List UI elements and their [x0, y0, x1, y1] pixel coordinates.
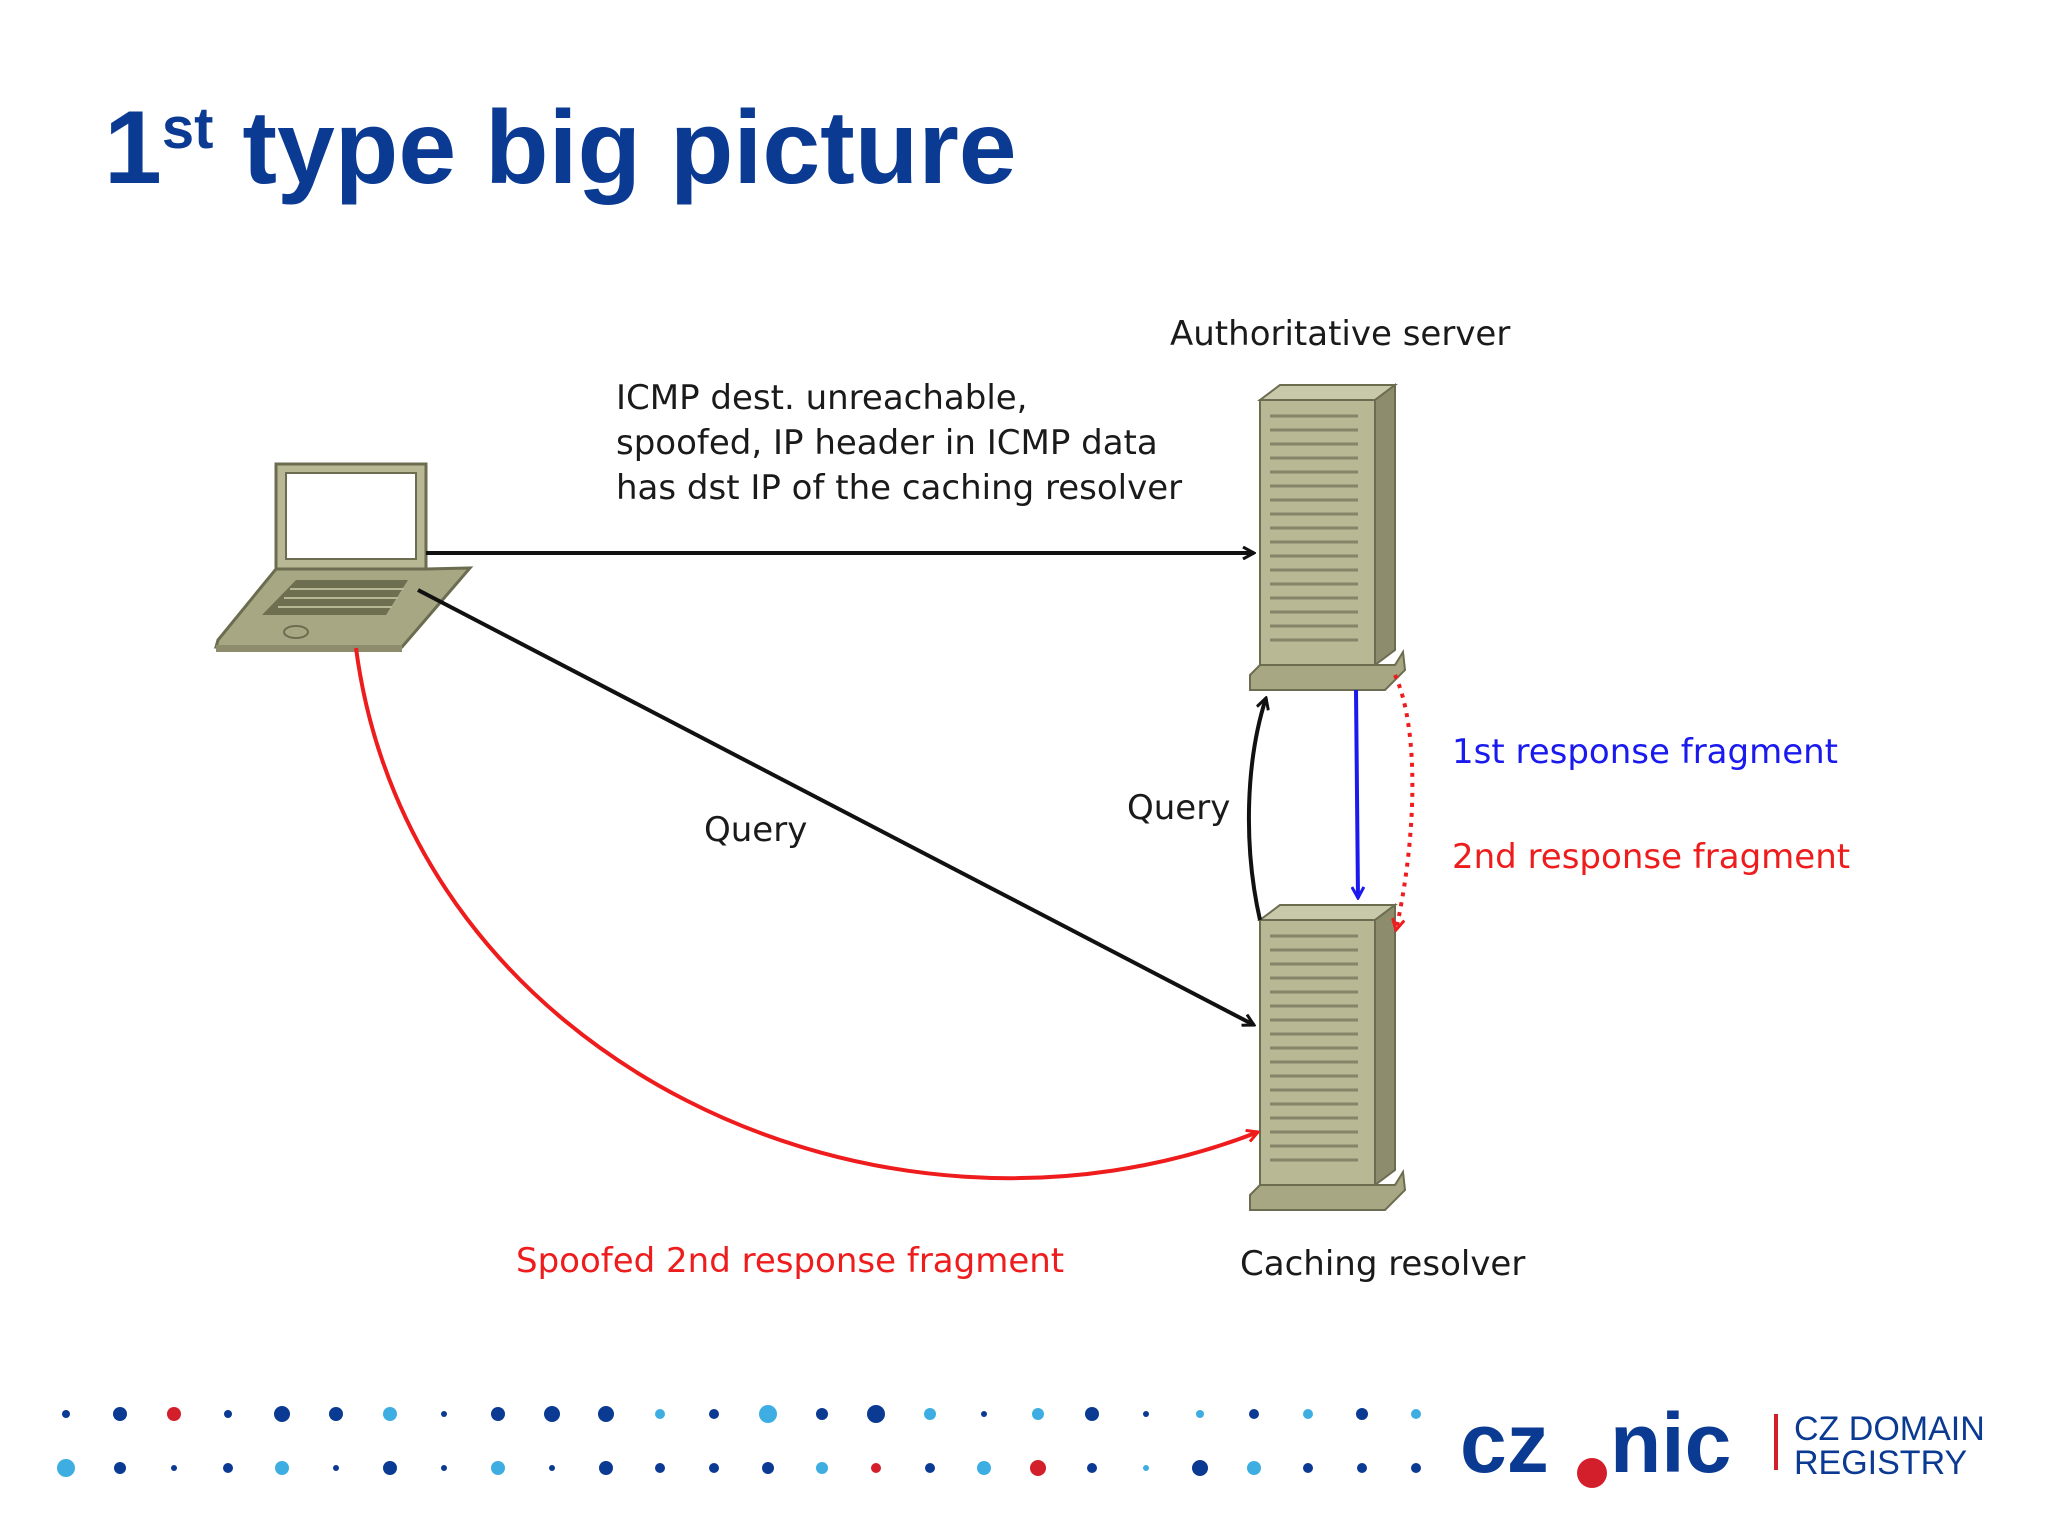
- dot-row-bottom: [57, 1459, 1421, 1477]
- query-arrow-resolver-to-authoritative: [1246, 698, 1266, 921]
- logo-registry-text: REGISTRY: [1794, 1444, 1967, 1482]
- second-fragment-arrow: [1395, 674, 1415, 930]
- authoritative-server-icon: [1249, 383, 1407, 691]
- logo-nic-text: nic: [1610, 1400, 1731, 1490]
- authoritative-server-label: Authoritative server: [1170, 314, 1511, 354]
- query-label-resolver: Query: [1127, 788, 1231, 828]
- query-arrow-attacker-to-resolver: [417, 588, 1254, 1027]
- caching-resolver-server-icon: [1249, 903, 1407, 1211]
- logo-cz-domain-text: CZ DOMAIN: [1794, 1410, 1985, 1448]
- caching-resolver-label: Caching resolver: [1240, 1244, 1526, 1284]
- first-fragment-label: 1st response fragment: [1452, 732, 1839, 772]
- icmp-label-line: spoofed, IP header in ICMP data: [616, 423, 1158, 463]
- title-number: 1: [104, 90, 162, 206]
- first-fragment-arrow: [1356, 689, 1358, 898]
- logo-cz-text: cz: [1460, 1400, 1549, 1490]
- spoofed-fragment-arrow: [354, 647, 1258, 1181]
- second-fragment-label: 2nd response fragment: [1452, 837, 1851, 877]
- cz-nic-logo: cz nic CZ DOMAIN REGISTRY: [1460, 1400, 1985, 1490]
- icmp-label-line: has dst IP of the caching resolver: [616, 468, 1183, 508]
- slide-title: 1st type big picture: [104, 96, 1017, 200]
- title-ordinal-suffix: st: [161, 96, 214, 161]
- icmp-label-line: ICMP dest. unreachable,: [616, 378, 1028, 418]
- spoofed-fragment-label: Spoofed 2nd response fragment: [516, 1241, 1065, 1281]
- laptop-icon: [214, 462, 474, 652]
- title-text: type big picture: [213, 90, 1017, 206]
- icmp-label: ICMP dest. unreachable, spoofed, IP head…: [616, 376, 1182, 511]
- query-label-attacker: Query: [704, 810, 808, 850]
- dot-row-top: [62, 1405, 1421, 1423]
- logo-red-dot: [1577, 1458, 1607, 1488]
- decorative-dot-pattern: [57, 1405, 1421, 1477]
- attack-diagram: Authoritative server Caching resolver IC…: [180, 280, 1920, 1320]
- diagram-graphics: [214, 383, 1415, 1211]
